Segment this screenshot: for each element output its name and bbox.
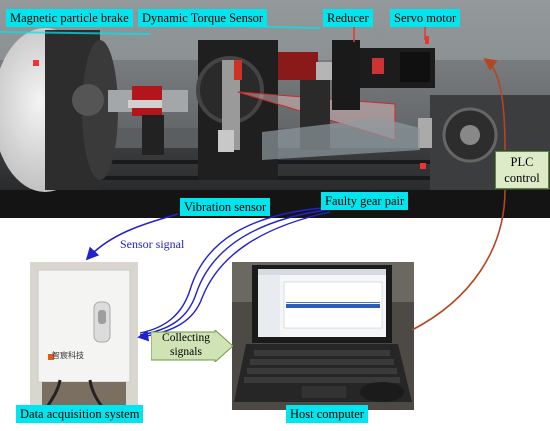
label-dynamic-torque-sensor: Dynamic Torque Sensor <box>138 9 268 27</box>
plc-control-box: PLC control <box>495 151 549 189</box>
label-data-acquisition-system: Data acquisition system <box>16 405 144 423</box>
label-host-computer: Host computer <box>286 405 368 423</box>
daq-device-photo: 智宸科技 <box>30 262 138 412</box>
label-reducer: Reducer <box>323 9 373 27</box>
label-vibration-sensor: Vibration sensor <box>180 198 271 216</box>
host-computer-photo <box>232 262 414 410</box>
sensor-signal-text: Sensor signal <box>120 237 185 251</box>
collecting-signals-text: Collecting signals <box>162 332 210 358</box>
label-faulty-gear-pair: Faulty gear pair <box>321 192 409 210</box>
test-rig-photo <box>0 0 550 218</box>
label-servo-motor: Servo motor <box>390 9 461 27</box>
device-logo-text: 智宸科技 <box>52 351 84 360</box>
label-magnetic-particle-brake: Magnetic particle brake <box>6 9 133 27</box>
collecting-signals-arrow: Collecting signals <box>151 330 233 362</box>
